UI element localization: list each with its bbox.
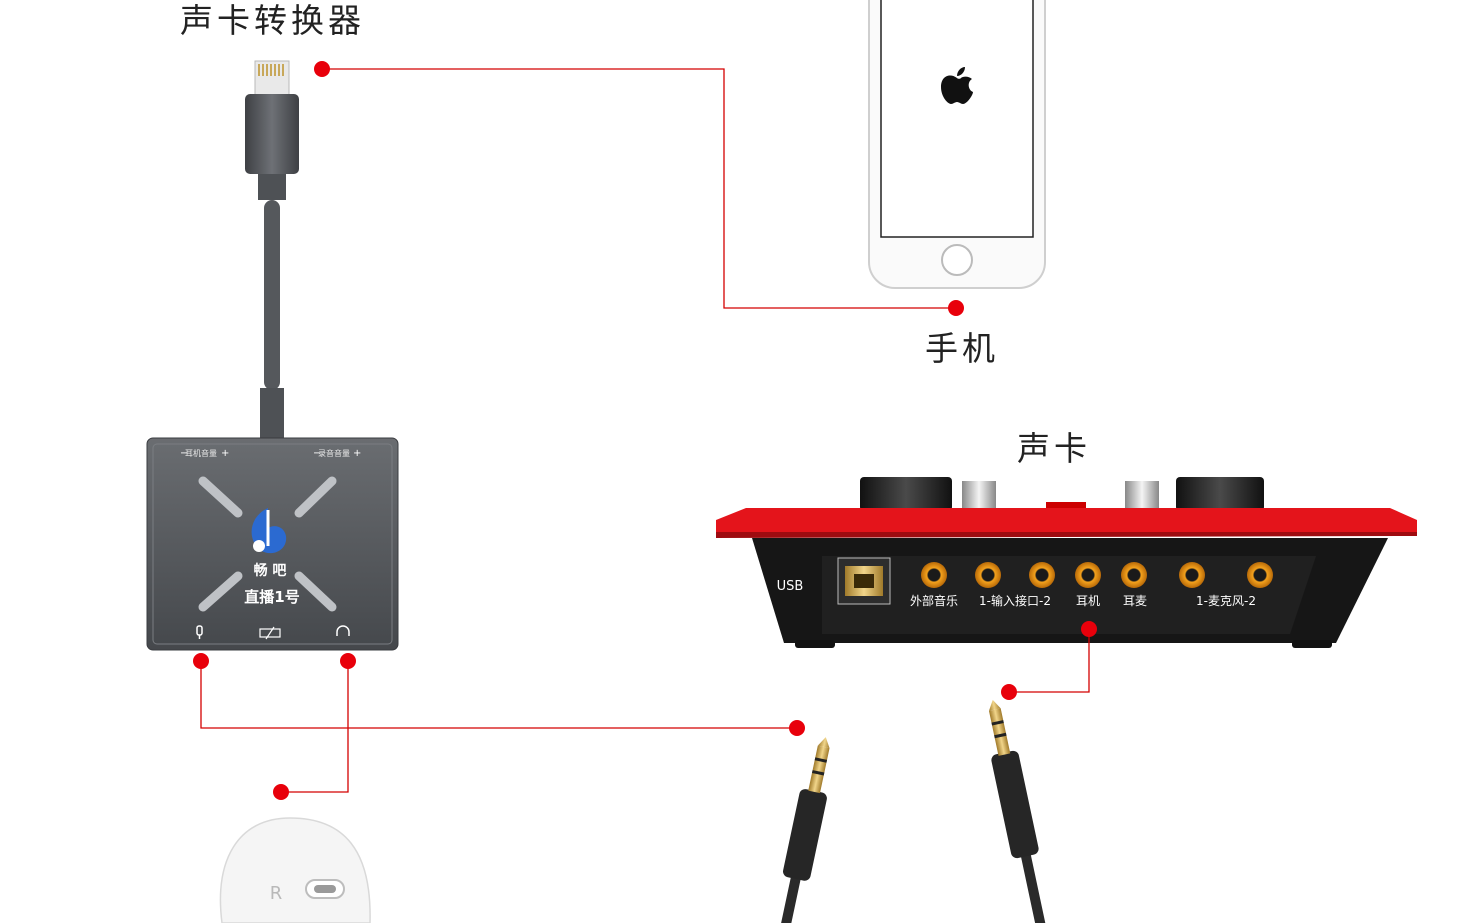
dot-converter-mic [193, 653, 209, 669]
usb-port-label: USB [777, 579, 804, 594]
connector-dots [193, 61, 1097, 800]
jack-headphone [1075, 562, 1101, 588]
record-volume-label: 录音音量 [318, 448, 350, 458]
phone-title: 手机 [925, 329, 999, 368]
mic-port-label: 1-麦克风-2 [1196, 594, 1256, 608]
headphone-volume-label: 耳机音量 [185, 448, 217, 458]
headphone-icon [336, 625, 350, 636]
jack-external-music [921, 562, 947, 588]
dot-earbud [273, 784, 289, 800]
audio-cable-right [988, 699, 1046, 923]
converter-title: 声卡转换器 [180, 1, 365, 40]
charging-icon [259, 626, 281, 640]
soundcard-title: 声卡 [1017, 429, 1091, 468]
dot-right-cable [1001, 684, 1017, 700]
product-name: 直播1号 [244, 588, 299, 606]
lightning-converter: 畅 吧 直播1号 耳机音量 录音音量 − + − + [146, 60, 399, 651]
dot-lightning-plug [314, 61, 330, 77]
earbud-side-mark: R [270, 883, 283, 904]
jack-input-1 [975, 562, 1001, 588]
input-port-label: 1-输入接口-2 [979, 593, 1051, 608]
dot-left-cable [789, 720, 805, 736]
headphone-port-label: 耳机 [1076, 594, 1100, 608]
brand-name: 畅 吧 [254, 562, 287, 579]
jack-mic-1 [1179, 562, 1205, 588]
lightning-pins [258, 64, 284, 76]
box-decor [198, 476, 337, 612]
sound-card: USB 外部音乐 1-输入接口-2 耳机 耳麦 1-麦克风-2 [716, 477, 1417, 648]
iphone [868, 0, 1046, 289]
jack-earmic [1121, 562, 1147, 588]
dot-converter-headphone [340, 653, 356, 669]
earmic-port-label: 耳麦 [1123, 594, 1147, 608]
minus-icon: − [313, 448, 321, 459]
audio-cable-left [780, 737, 830, 923]
minus-icon: − [180, 448, 188, 459]
external-music-port-label: 外部音乐 [910, 593, 958, 608]
apple-logo-icon [941, 67, 973, 104]
dot-phone-port [948, 300, 964, 316]
mic-icon [196, 625, 203, 639]
dot-soundcard-headphone [1081, 621, 1097, 637]
connector-lines [200, 68, 1090, 793]
earbud: R [219, 817, 371, 923]
jack-input-2 [1029, 562, 1055, 588]
plus-icon: + [221, 448, 229, 459]
jack-mic-2 [1247, 562, 1273, 588]
brand-logo-icon [251, 508, 287, 554]
plus-icon: + [353, 448, 361, 459]
